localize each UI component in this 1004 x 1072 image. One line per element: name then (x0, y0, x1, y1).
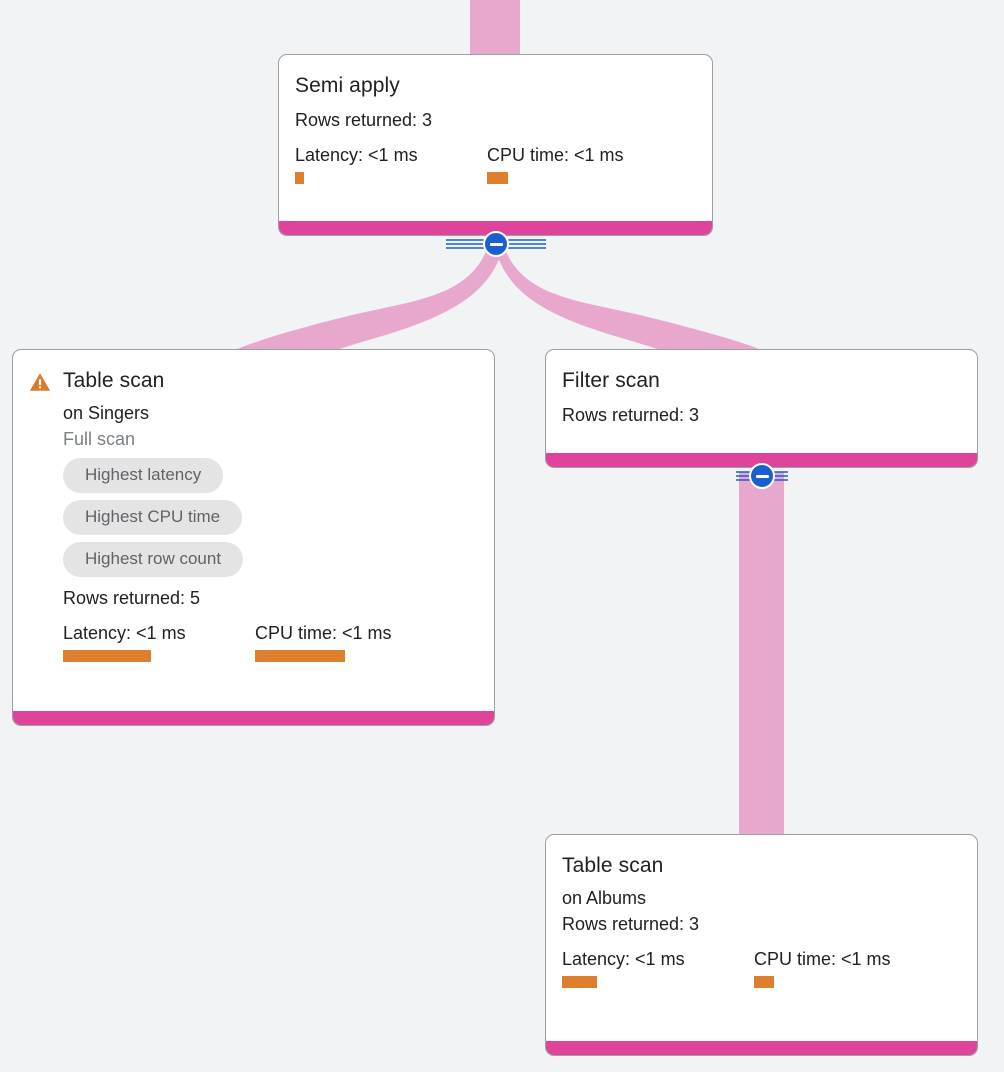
node-title: Filter scan (562, 369, 660, 392)
metric-latency-bar (63, 650, 151, 662)
edge-filter-scan-to-table-scan-albums (739, 472, 784, 840)
metric-latency-bar (295, 172, 304, 184)
node-subtitle: on Albums (562, 888, 647, 908)
metric-latency: Latency: <1 ms (295, 144, 487, 184)
toggle-semi-apply[interactable] (446, 231, 546, 257)
node-metrics: Latency: <1 ms CPU time: <1 ms (562, 948, 961, 988)
node-scan-type: Full scan (63, 429, 136, 449)
chip-highest-cpu-time[interactable]: Highest CPU time (63, 500, 243, 535)
node-footer (546, 1041, 977, 1055)
node-table-scan-singers[interactable]: Table scan on Singers Full scan Highest … (12, 349, 495, 726)
toggle-filter-scan[interactable] (712, 463, 812, 489)
warning-triangle-icon (29, 373, 51, 391)
chip-highest-row-count[interactable]: Highest row count (63, 542, 244, 577)
node-filter-scan-body: Filter scan Rows returned: 3 (546, 350, 977, 453)
metric-latency-label: Latency: <1 ms (63, 623, 186, 643)
metric-latency: Latency: <1 ms (562, 948, 754, 988)
metric-latency: Latency: <1 ms (63, 622, 255, 662)
node-table-scan-singers-details: on Singers Full scan Highest latency Hig… (29, 394, 478, 662)
minus-circle-icon[interactable] (483, 231, 509, 257)
rows-returned: Rows returned: 5 (63, 588, 201, 608)
node-footer (546, 453, 977, 467)
metric-cpu-time-label: CPU time: <1 ms (255, 623, 392, 643)
metric-latency-bar (562, 976, 597, 988)
metric-cpu-time-label: CPU time: <1 ms (487, 145, 624, 165)
node-semi-apply[interactable]: Semi apply Rows returned: 3 Latency: <1 … (278, 54, 713, 236)
metric-cpu-time-label: CPU time: <1 ms (754, 949, 891, 969)
node-title: Table scan (562, 854, 664, 877)
node-semi-apply-body: Semi apply Rows returned: 3 Latency: <1 … (279, 55, 712, 221)
metric-latency-label: Latency: <1 ms (295, 145, 418, 165)
chip-highest-latency[interactable]: Highest latency (63, 458, 224, 493)
metric-cpu-time-bar (255, 650, 345, 662)
node-metrics: Latency: <1 ms CPU time: <1 ms (295, 144, 696, 184)
node-footer (13, 711, 494, 725)
metric-cpu-time-bar (754, 976, 774, 988)
node-table-scan-albums[interactable]: Table scan on Albums Rows returned: 3 La… (545, 834, 978, 1056)
metric-cpu-time-bar (487, 172, 508, 184)
node-semi-apply-title-row: Semi apply (295, 73, 696, 99)
node-title: Semi apply (295, 74, 400, 97)
node-metrics: Latency: <1 ms CPU time: <1 ms (63, 622, 478, 662)
node-table-scan-singers-title-row: Table scan (29, 368, 478, 394)
edge-root-to-semi-apply (470, 0, 520, 58)
rows-returned: Rows returned: 3 (295, 110, 433, 130)
node-table-scan-albums-body: Table scan on Albums Rows returned: 3 La… (546, 835, 977, 1041)
rows-returned: Rows returned: 3 (562, 914, 700, 934)
node-title: Table scan (63, 369, 165, 392)
node-chips: Highest latency Highest CPU time Highest… (63, 458, 478, 577)
node-filter-scan[interactable]: Filter scan Rows returned: 3 (545, 349, 978, 468)
metric-cpu-time: CPU time: <1 ms (255, 622, 392, 662)
metric-cpu-time: CPU time: <1 ms (487, 144, 624, 184)
rows-returned: Rows returned: 3 (562, 405, 700, 425)
node-footer (279, 221, 712, 235)
node-table-scan-albums-title-row: Table scan (562, 853, 961, 879)
minus-circle-icon[interactable] (749, 463, 775, 489)
metric-latency-label: Latency: <1 ms (562, 949, 685, 969)
node-table-scan-singers-body: Table scan on Singers Full scan Highest … (13, 350, 494, 711)
node-filter-scan-title-row: Filter scan (562, 368, 961, 394)
node-subtitle: on Singers (63, 403, 150, 423)
metric-cpu-time: CPU time: <1 ms (754, 948, 891, 988)
